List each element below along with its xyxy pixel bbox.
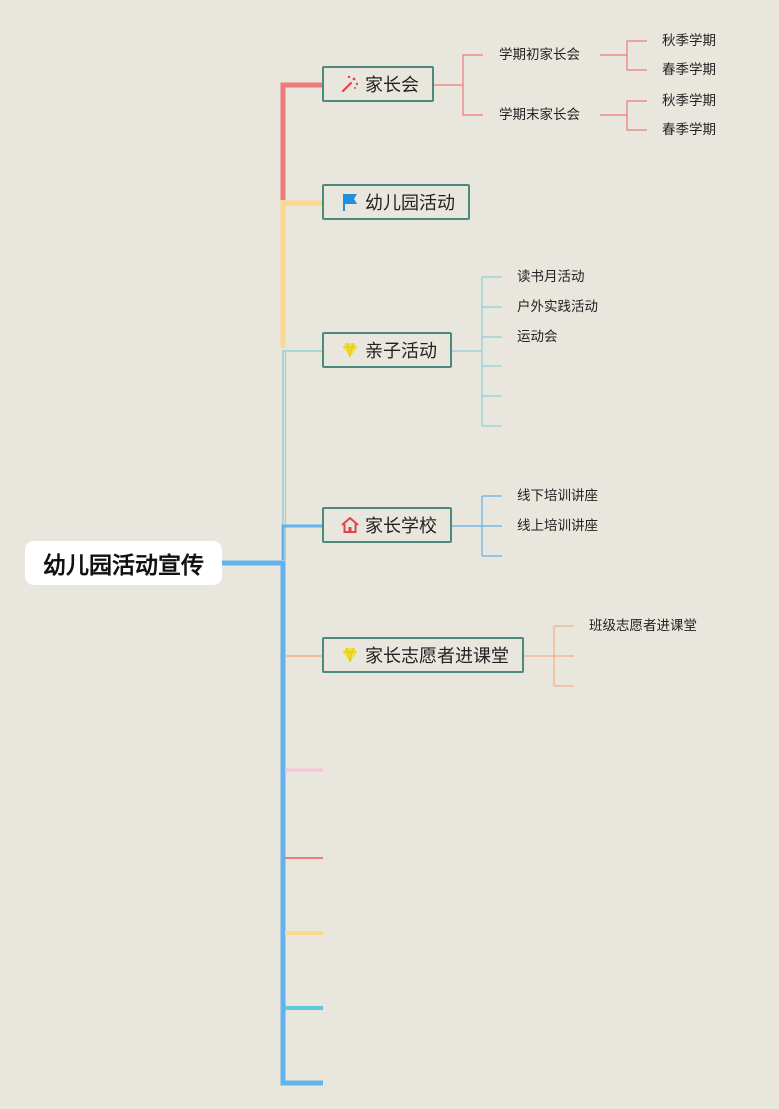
flag-icon <box>340 192 360 212</box>
subtopic-autumn-semester[interactable]: 秋季学期 <box>662 93 716 109</box>
house-icon <box>340 515 360 535</box>
topic-parent-child-activity-label: 亲子活动 <box>365 341 437 362</box>
connector-parent-child <box>282 350 323 560</box>
topic-parent-volunteer-label: 家长志愿者进课堂 <box>365 646 509 667</box>
diamond-icon <box>340 645 360 665</box>
root-topic[interactable]: 幼儿园活动宣传 <box>25 541 222 585</box>
topic-parent-volunteer[interactable]: 家长志愿者进课堂 <box>322 637 524 673</box>
subtopic-autumn-semester[interactable]: 秋季学期 <box>662 33 716 49</box>
subtopic-outdoor-practice[interactable]: 户外实践活动 <box>517 299 598 315</box>
subtopic-semester-start-meeting[interactable]: 学期初家长会 <box>499 47 580 63</box>
connector-kindergarten-activity <box>280 200 323 348</box>
subtopic-class-volunteer[interactable]: 班级志愿者进课堂 <box>589 618 697 634</box>
diamond-icon <box>340 340 360 360</box>
topic-parent-school-label: 家长学校 <box>365 516 437 537</box>
topic-family-meeting[interactable]: 家长会 <box>322 66 434 102</box>
connector-parent-school-children <box>452 495 502 557</box>
connector-volunteer-children <box>524 625 574 687</box>
topic-parent-child-activity[interactable]: 亲子活动 <box>322 332 452 368</box>
connector-parent-child-children <box>452 276 502 427</box>
connector-main-trunk <box>222 560 323 1086</box>
sparkle-wand-icon <box>340 74 360 94</box>
topic-kindergarten-activity-label: 幼儿园活动 <box>365 193 455 214</box>
subtopic-reading-month[interactable]: 读书月活动 <box>517 269 585 285</box>
root-topic-label: 幼儿园活动宣传 <box>43 553 204 579</box>
subtopic-sports-meet[interactable]: 运动会 <box>517 329 558 345</box>
connector-family-meeting-children <box>434 40 647 131</box>
subtopic-offline-lecture[interactable]: 线下培训讲座 <box>517 488 598 504</box>
subtopic-semester-end-meeting[interactable]: 学期末家长会 <box>499 107 580 123</box>
topic-parent-school[interactable]: 家长学校 <box>322 507 452 543</box>
subtopic-online-lecture[interactable]: 线上培训讲座 <box>517 518 598 534</box>
connector-family-meeting <box>280 82 323 200</box>
subtopic-spring-semester[interactable]: 春季学期 <box>662 122 716 138</box>
connector-parent-school <box>281 524 323 560</box>
topic-kindergarten-activity[interactable]: 幼儿园活动 <box>322 184 470 220</box>
subtopic-spring-semester[interactable]: 春季学期 <box>662 62 716 78</box>
topic-family-meeting-label: 家长会 <box>365 75 419 96</box>
